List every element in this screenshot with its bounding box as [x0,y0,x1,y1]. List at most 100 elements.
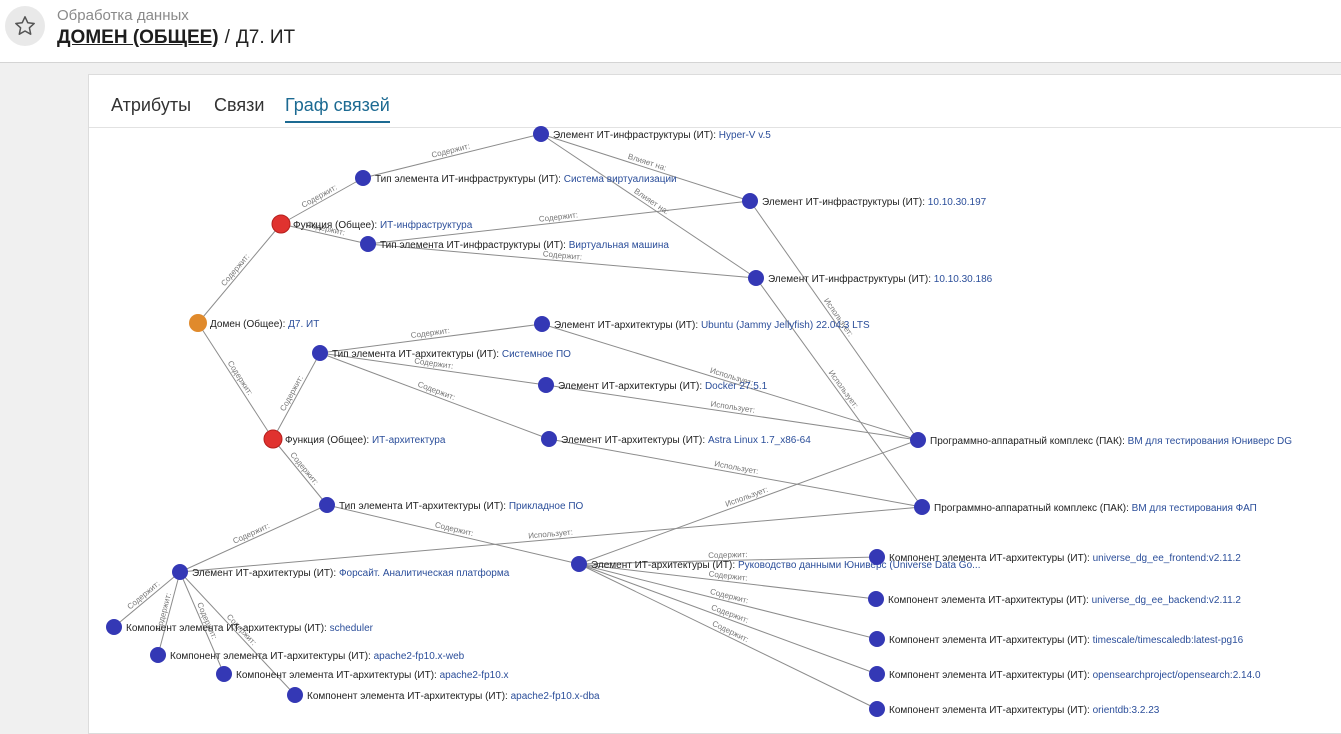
graph-node-value-link[interactable]: Hyper-V v.5 [719,130,771,141]
graph-node-value-link[interactable]: 10.10.30.186 [934,274,993,285]
graph-node-marker[interactable] [150,647,166,663]
graph-node-scheduler[interactable]: Компонент элемента ИТ-архитектуры (ИТ): … [106,619,374,635]
graph-node-label[interactable]: Компонент элемента ИТ-архитектуры (ИТ): … [307,691,600,702]
graph-node-value-link[interactable]: timescale/timescaledb:latest-pg16 [1093,635,1244,646]
graph-node-value-link[interactable]: apache2-fp10.x [440,670,509,681]
graph-node-label[interactable]: Тип элемента ИТ-инфраструктуры (ИТ): Вир… [380,239,669,251]
graph-node-value-link[interactable]: 10.10.30.197 [928,197,987,208]
graph-node-a2[interactable]: Компонент элемента ИТ-архитектуры (ИТ): … [216,666,509,682]
graph-node-value-link[interactable]: orientdb:3.2.23 [1093,705,1160,716]
graph-node-frontend[interactable]: Компонент элемента ИТ-архитектуры (ИТ): … [869,549,1241,565]
graph-node-opensearch[interactable]: Компонент элемента ИТ-архитектуры (ИТ): … [869,666,1261,682]
graph-node-label[interactable]: Функция (Общее): ИТ-архитектура [285,434,446,446]
graph-node-marker[interactable] [868,591,884,607]
graph-node-sysso[interactable]: Тип элемента ИТ-архитектуры (ИТ): Систем… [312,345,571,361]
breadcrumb-section[interactable]: Обработка данных [57,7,189,24]
graph-node-label[interactable]: Элемент ИТ-инфраструктуры (ИТ): 10.10.30… [768,273,993,285]
graph-node-marker[interactable] [571,556,587,572]
graph-node-value-link[interactable]: apache2-fp10.x-dba [511,691,600,702]
graph-node-marker[interactable] [263,429,283,449]
graph-node-forsight[interactable]: Элемент ИТ-архитектуры (ИТ): Форсайт. Ан… [172,564,510,580]
tab-attributes[interactable]: Атрибуты [111,95,192,115]
graph-node-label[interactable]: Программно-аппаратный комплекс (ПАК): ВМ… [930,436,1292,447]
graph-node-value-link[interactable]: Форсайт. Аналитическая платформа [339,567,510,579]
graph-node-value-link[interactable]: universe_dg_ee_backend:v2.11.2 [1092,595,1242,606]
graph-node-marker[interactable] [869,631,885,647]
graph-node-label[interactable]: Компонент элемента ИТ-архитектуры (ИТ): … [236,670,509,681]
graph-node-value-link[interactable]: Система виртуализации [564,174,677,185]
graph-node-label[interactable]: Элемент ИТ-архитектуры (ИТ): Ubuntu (Jam… [554,320,870,331]
graph-node-timescale[interactable]: Компонент элемента ИТ-архитектуры (ИТ): … [869,631,1244,647]
graph-node-marker[interactable] [534,316,550,332]
graph-node-value-link[interactable]: Руководство данными Юниверс (Universe Da… [738,560,981,571]
graph-node-udg[interactable]: Элемент ИТ-архитектуры (ИТ): Руководство… [571,556,980,572]
graph-node-marker[interactable] [312,345,328,361]
graph-node-value-link[interactable]: Д7. ИТ [288,319,319,330]
graph-node-value-link[interactable]: Системное ПО [502,349,571,360]
graph-node-value-link[interactable]: ИТ-инфраструктура [380,219,473,231]
graph-node-pak_fap[interactable]: Программно-аппаратный комплекс (ПАК): ВМ… [914,499,1257,515]
graph-node-value-link[interactable]: ВМ для тестирования Юниверс DG [1128,436,1293,447]
graph-node-virt[interactable]: Тип элемента ИТ-инфраструктуры (ИТ): Сис… [355,170,677,186]
graph-node-label[interactable]: Компонент элемента ИТ-архитектуры (ИТ): … [889,635,1244,646]
graph-node-marker[interactable] [271,214,291,234]
graph-node-label[interactable]: Компонент элемента ИТ-архитектуры (ИТ): … [170,651,465,662]
graph-node-label[interactable]: Элемент ИТ-архитектуры (ИТ): Astra Linux… [561,435,811,446]
graph-node-marker[interactable] [172,564,188,580]
graph-node-pak_un[interactable]: Программно-аппаратный комплекс (ПАК): ВМ… [910,432,1292,448]
graph-node-marker[interactable] [533,126,549,142]
graph-node-fn_arch[interactable]: Функция (Общее): ИТ-архитектура [263,429,446,449]
graph-node-marker[interactable] [869,666,885,682]
graph-node-label[interactable]: Элемент ИТ-инфраструктуры (ИТ): Hyper-V … [553,129,771,141]
graph-node-value-link[interactable]: ВМ для тестирования ФАП [1132,503,1257,514]
graph-node-marker[interactable] [319,497,335,513]
graph-node-ip197[interactable]: Элемент ИТ-инфраструктуры (ИТ): 10.10.30… [742,193,987,209]
graph-node-vm[interactable]: Тип элемента ИТ-инфраструктуры (ИТ): Вир… [360,236,669,252]
graph-node-label[interactable]: Компонент элемента ИТ-архитектуры (ИТ): … [126,623,374,634]
graph-node-backend[interactable]: Компонент элемента ИТ-архитектуры (ИТ): … [868,591,1241,607]
graph-node-value-link[interactable]: scheduler [330,623,374,634]
graph-node-ip186[interactable]: Элемент ИТ-инфраструктуры (ИТ): 10.10.30… [748,270,993,286]
graph-node-value-link[interactable]: universe_dg_ee_frontend:v2.11.2 [1093,553,1242,564]
graph-node-marker[interactable] [287,687,303,703]
graph-node-hyperv[interactable]: Элемент ИТ-инфраструктуры (ИТ): Hyper-V … [533,126,771,142]
graph-node-value-link[interactable]: opensearchproject/opensearch:2.14.0 [1093,670,1261,681]
graph-node-label[interactable]: Компонент элемента ИТ-архитектуры (ИТ): … [889,670,1261,681]
graph-node-value-link[interactable]: Astra Linux 1.7_x86-64 [708,435,811,446]
graph-node-label[interactable]: Элемент ИТ-архитектуры (ИТ): Docker 27.5… [558,381,768,392]
graph-node-marker[interactable] [742,193,758,209]
graph-node-label[interactable]: Компонент элемента ИТ-архитектуры (ИТ): … [888,595,1241,606]
graph-node-applso[interactable]: Тип элемента ИТ-архитектуры (ИТ): Прикла… [319,497,584,513]
graph-node-marker[interactable] [910,432,926,448]
graph-node-label[interactable]: Функция (Общее): ИТ-инфраструктура [293,219,473,231]
graph-node-value-link[interactable]: Docker 27.5.1 [705,381,768,392]
graph-node-label[interactable]: Компонент элемента ИТ-архитектуры (ИТ): … [889,705,1160,716]
graph-node-label[interactable]: Домен (Общее): Д7. ИТ [210,318,319,330]
graph-node-label[interactable]: Тип элемента ИТ-архитектуры (ИТ): Систем… [332,349,571,360]
graph-node-label[interactable]: Тип элемента ИТ-инфраструктуры (ИТ): Сис… [375,173,677,185]
favorite-button[interactable] [5,6,45,46]
graph-node-orientdb[interactable]: Компонент элемента ИТ-архитектуры (ИТ): … [869,701,1160,717]
graph-node-value-link[interactable]: Виртуальная машина [569,240,670,251]
graph-node-value-link[interactable]: apache2-fp10.x-web [374,651,465,662]
tab-links[interactable]: Связи [214,95,265,115]
graph-node-marker[interactable] [869,701,885,717]
graph-node-label[interactable]: Тип элемента ИТ-архитектуры (ИТ): Прикла… [339,501,584,512]
graph-node-label[interactable]: Элемент ИТ-архитектуры (ИТ): Форсайт. Ан… [192,567,510,579]
graph-node-marker[interactable] [216,666,232,682]
graph-node-marker[interactable] [355,170,371,186]
graph-node-marker[interactable] [748,270,764,286]
graph-node-value-link[interactable]: ИТ-архитектура [372,435,446,446]
graph-node-docker[interactable]: Элемент ИТ-архитектуры (ИТ): Docker 27.5… [538,377,768,393]
graph-node-marker[interactable] [914,499,930,515]
graph-node-marker[interactable] [360,236,376,252]
graph-node-label[interactable]: Программно-аппаратный комплекс (ПАК): ВМ… [934,503,1257,514]
graph-node-marker[interactable] [538,377,554,393]
graph-node-label[interactable]: Компонент элемента ИТ-архитектуры (ИТ): … [889,553,1241,564]
graph-node-marker[interactable] [541,431,557,447]
graph-node-a2web[interactable]: Компонент элемента ИТ-архитектуры (ИТ): … [150,647,465,663]
graph-node-domain[interactable]: Домен (Общее): Д7. ИТ [189,314,319,332]
graph-node-marker[interactable] [106,619,122,635]
graph-node-fn_infra[interactable]: Функция (Общее): ИТ-инфраструктура [271,214,473,234]
